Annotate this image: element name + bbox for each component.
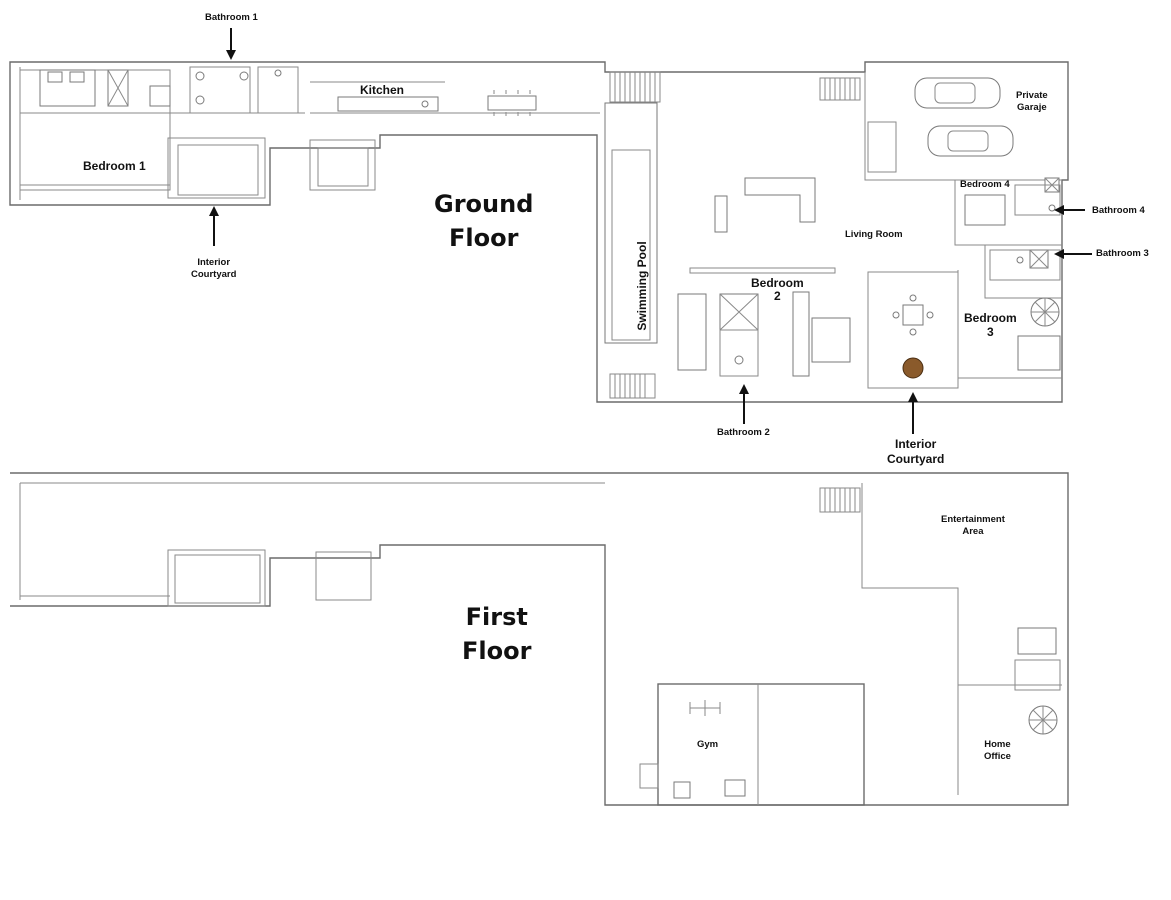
- ground-floor-outer-wall: [9, 61, 1069, 403]
- bedroom-1-label: Bedroom 1: [83, 159, 146, 173]
- dumbbell-icon: [689, 700, 721, 716]
- courtyard-left-line1: Interior: [197, 257, 231, 268]
- entertainment-line1: Entertainment: [941, 514, 1005, 525]
- table-icon: [902, 304, 924, 326]
- bathroom-1-label: Bathroom 1: [205, 12, 258, 23]
- courtyard-right-line2: Courtyard: [887, 452, 945, 466]
- ground-floor-title-line1: Ground: [434, 190, 534, 218]
- car-icon: [927, 125, 1014, 157]
- bed-icon: [811, 317, 851, 363]
- first-floor-title-line2: Floor: [462, 637, 532, 665]
- ground-floor-plan: [9, 61, 1069, 403]
- interior-courtyard-right-label: Interior Courtyard: [887, 437, 944, 467]
- first-floor-title-line1: First: [465, 603, 528, 631]
- bedroom-2-line1: Bedroom: [751, 276, 804, 290]
- kitchen-label: Kitchen: [360, 83, 405, 97]
- bed-icon: [964, 194, 1006, 226]
- swimming-pool-label: Swimming Pool: [635, 241, 649, 331]
- dining-table-icon: [487, 95, 537, 111]
- annotation-arrows: [209, 28, 1092, 434]
- entertainment-line2: Area: [962, 526, 984, 537]
- interior-courtyard-left-box: [167, 137, 266, 199]
- home-office-line1: Home: [984, 739, 1011, 750]
- bathroom-3-label: Bathroom 3: [1096, 248, 1149, 259]
- first-floor-title: First Floor: [462, 600, 531, 668]
- home-office-label: Home Office: [984, 739, 1011, 763]
- sofa-icon: [744, 177, 816, 223]
- bed-icon: [1017, 335, 1061, 371]
- interior-courtyard-left-label: Interior Courtyard: [191, 257, 236, 281]
- bathroom-2-label: Bathroom 2: [717, 427, 770, 438]
- treadmill-icon: [673, 781, 691, 799]
- plant-icon: [902, 357, 924, 379]
- kitchen-counter: [337, 96, 439, 112]
- car-icon: [914, 77, 1001, 109]
- swimming-pool: [604, 102, 658, 344]
- gym-label: Gym: [697, 739, 719, 750]
- first-floor-outer-wall: [10, 472, 1069, 806]
- bedroom-2-label: Bedroom 2: [751, 277, 804, 303]
- courtyard-left-line2: Courtyard: [191, 269, 237, 280]
- private-garage-line2: Garaje: [1017, 102, 1047, 113]
- bedroom-3-label: Bedroom 3: [964, 311, 1017, 339]
- private-garage-line1: Private: [1016, 90, 1048, 101]
- ground-floor-title: Ground Floor: [434, 187, 533, 255]
- bedroom-3-line1: Bedroom: [964, 311, 1017, 325]
- bedroom-3-line2: 3: [986, 325, 994, 339]
- living-room-label: Living Room: [845, 229, 903, 240]
- home-office-line2: Office: [984, 751, 1011, 762]
- first-floor-plan: [10, 472, 1069, 806]
- private-garage-label: Private Garaje: [1016, 90, 1048, 114]
- bedroom-2-line2: 2: [773, 289, 781, 303]
- courtyard-right-line1: Interior: [895, 437, 937, 451]
- bedroom-4-label: Bedroom 4: [960, 179, 1010, 190]
- gym-room: [657, 683, 865, 806]
- ground-floor-title-line2: Floor: [448, 224, 519, 252]
- bathroom-4-label: Bathroom 4: [1092, 205, 1145, 216]
- entertainment-area-label: Entertainment Area: [941, 514, 1005, 538]
